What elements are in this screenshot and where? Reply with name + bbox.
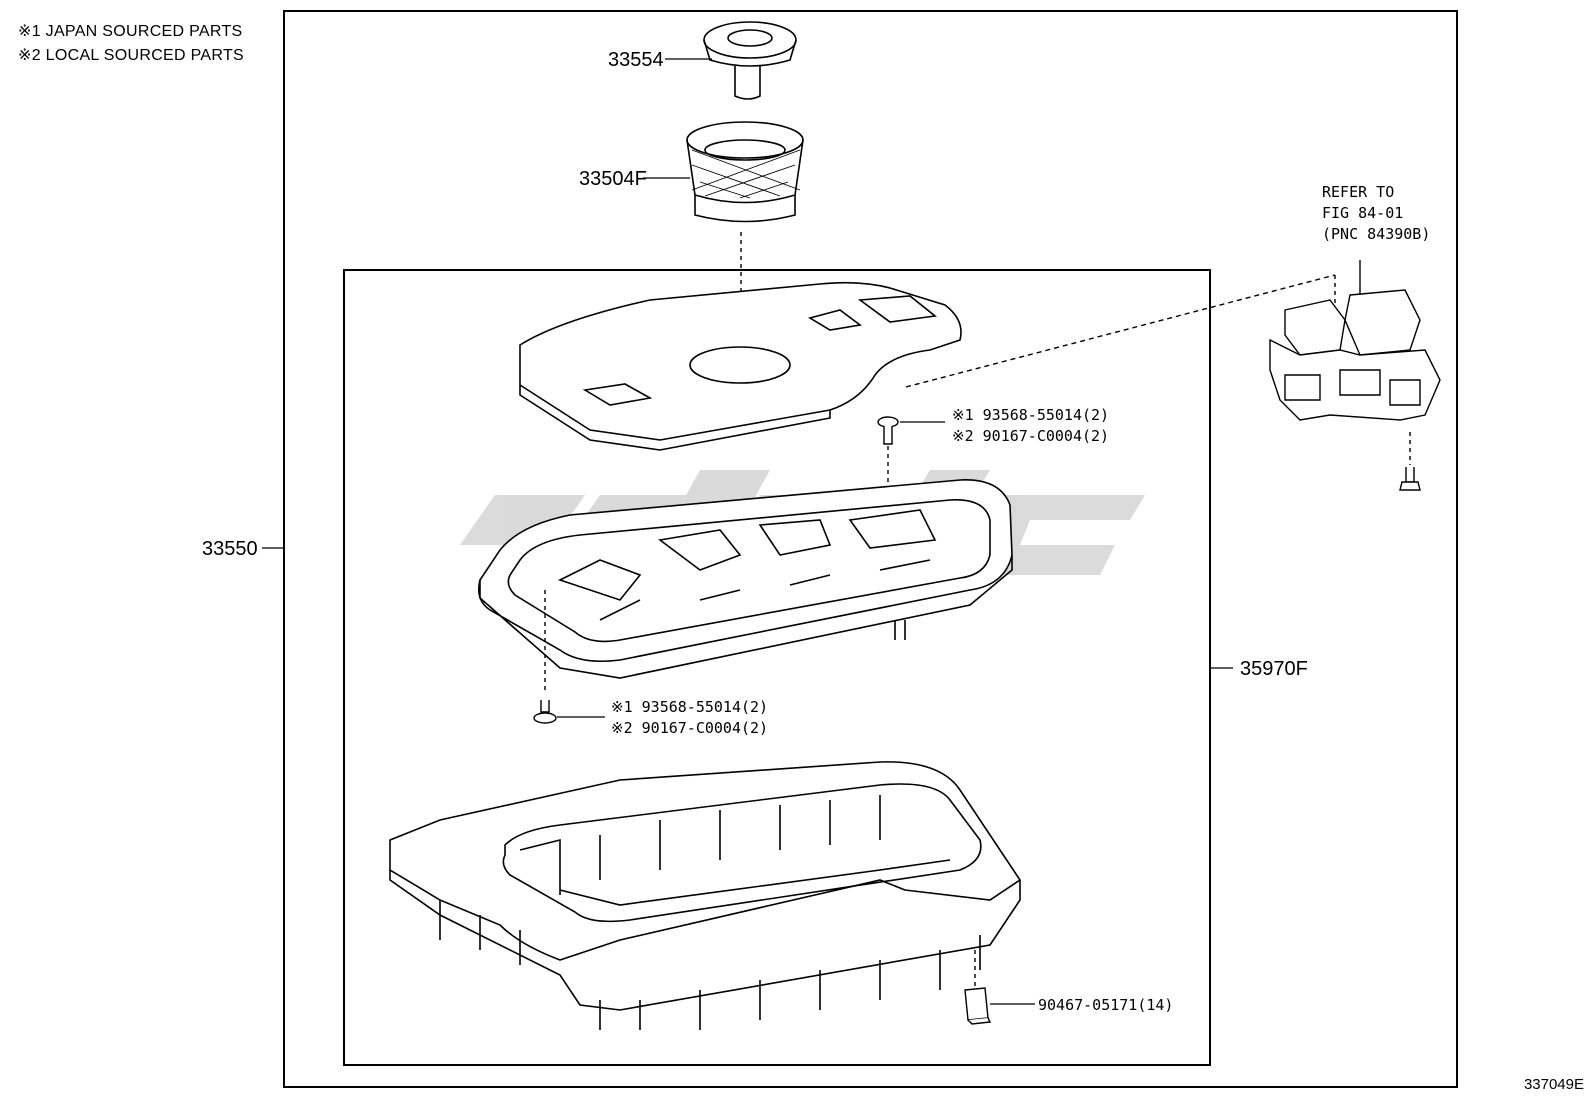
label-lower-screw-jp: ※1 93568-55014(2) [611, 698, 768, 716]
label-33554: 33554 [608, 49, 664, 71]
switch-screw [1400, 467, 1420, 490]
knob-33554 [704, 22, 796, 99]
screw-upper [878, 417, 898, 444]
middle-bezel [479, 480, 1012, 678]
legend-notes: ※1 JAPAN SOURCED PARTS ※2 LOCAL SOURCED … [18, 20, 244, 68]
upper-plate [520, 283, 961, 450]
label-35970F: 35970F [1240, 658, 1308, 680]
lower-base [390, 762, 1020, 1030]
label-upper-screw-local: ※2 90167-C0004(2) [952, 427, 1109, 445]
label-refer-1: REFER TO [1322, 183, 1394, 201]
note-local-sourced: ※2 LOCAL SOURCED PARTS [18, 47, 244, 64]
label-33504F: 33504F [579, 168, 647, 190]
note-japan-sourced: ※1 JAPAN SOURCED PARTS [18, 23, 243, 40]
dash-refer [905, 274, 1336, 388]
switch-assembly [1270, 260, 1440, 420]
screw-lower [534, 700, 556, 723]
label-33550: 33550 [202, 538, 258, 560]
boot-33504F [687, 122, 803, 222]
figure-id: 337049E [1523, 1076, 1584, 1093]
label-lower-screw-local: ※2 90167-C0004(2) [611, 719, 768, 737]
outer-frame [283, 10, 1458, 1088]
label-upper-screw-jp: ※1 93568-55014(2) [952, 406, 1109, 424]
label-refer-3: (PNC 84390B) [1322, 225, 1430, 243]
label-clip: 90467-05171(14) [1038, 996, 1173, 1014]
label-refer-2: FIG 84-01 [1322, 204, 1403, 222]
clip-90467 [965, 988, 990, 1024]
